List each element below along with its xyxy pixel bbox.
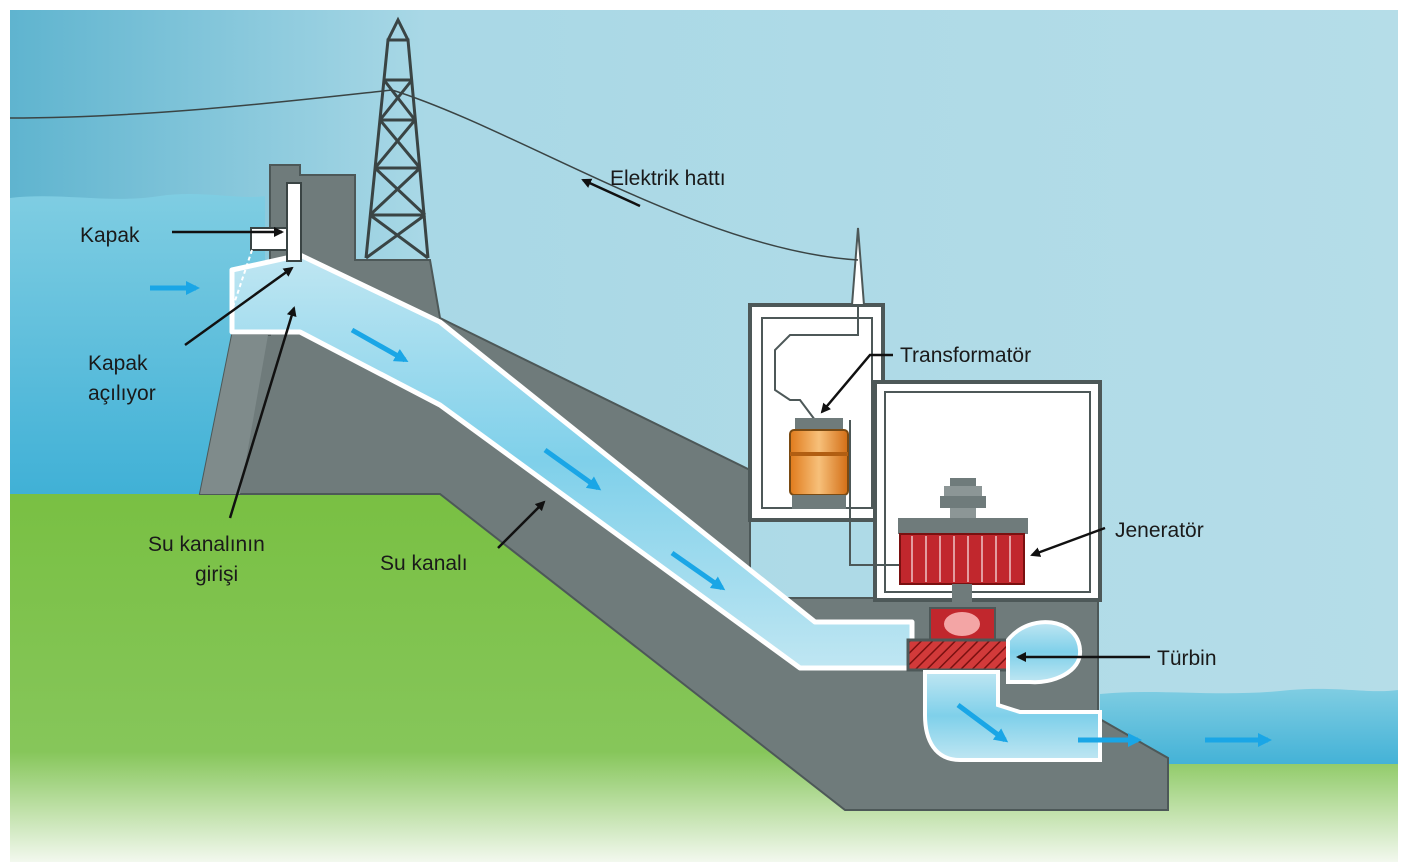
label-gate-opening-line2: açılıyor: [88, 382, 156, 405]
reservoir-water: [10, 194, 265, 500]
generator: [899, 533, 1025, 585]
scroll-case: [1006, 620, 1083, 685]
label-intake-line1: Su kanalının: [148, 533, 265, 556]
flow-arrow: [956, 702, 1009, 743]
turbine: [906, 638, 1010, 672]
tailwater: [1100, 688, 1398, 770]
flow-arrow: [543, 447, 602, 491]
transformer: [789, 418, 849, 509]
label-turbine: Türbin: [1157, 647, 1217, 670]
draft-tube: [923, 670, 1102, 762]
flow-arrow: [670, 550, 726, 591]
gate-opening-dashed: [231, 249, 253, 311]
leader-lines: [172, 178, 1150, 662]
label-transformer: Transformatör: [900, 344, 1031, 367]
transmission-tower: [364, 16, 430, 260]
label-generator: Jeneratör: [1115, 519, 1204, 542]
label-power-line: Elektrik hattı: [610, 167, 726, 190]
label-gate-opening-line1: Kapak: [88, 352, 148, 375]
label-intake-line2: girişi: [195, 563, 238, 586]
generator-exciter: [898, 478, 1028, 534]
gate: [286, 182, 302, 262]
flow-arrows: [150, 281, 1272, 747]
power-line: [9, 89, 859, 261]
turbine-shaft: [952, 584, 972, 610]
flow-arrow: [350, 327, 409, 363]
label-gate: Kapak: [80, 224, 140, 247]
ground: [10, 494, 1398, 862]
label-penstock: Su kanalı: [380, 552, 468, 575]
